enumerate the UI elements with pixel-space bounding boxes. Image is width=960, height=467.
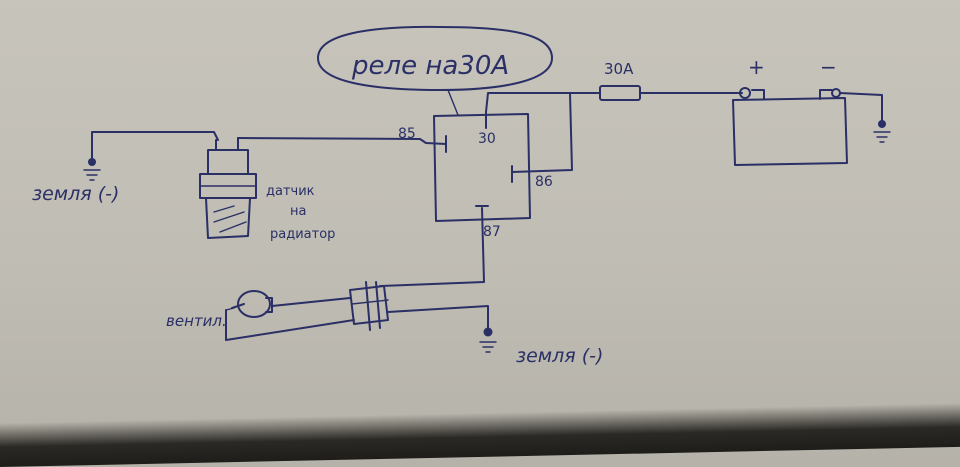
fan-connector xyxy=(349,281,389,331)
ground-bottom-dot xyxy=(483,327,493,337)
fan-label: вентил. xyxy=(166,312,227,330)
sensor-label-3: радиатор xyxy=(270,227,335,242)
wire-85-to-sensor xyxy=(237,137,447,145)
battery-plus-label: + xyxy=(748,55,765,79)
ground-left-symbol xyxy=(83,169,101,181)
battery-body xyxy=(732,97,848,166)
fuse-label: 30A xyxy=(604,60,634,78)
fan-motor xyxy=(225,290,273,318)
ground-right-dot xyxy=(878,120,886,128)
ground-bottom-label: земля (-) xyxy=(516,345,603,367)
pin-30-label: 30 xyxy=(478,131,496,147)
wire-fan-bottom xyxy=(225,309,355,341)
ground-bottom-symbol xyxy=(479,341,497,353)
pin-87-label: 87 xyxy=(483,224,501,240)
ground-left-dot xyxy=(88,158,96,166)
wire-86-to-supply xyxy=(511,92,573,173)
wire-87-to-fan xyxy=(379,207,485,287)
battery-plus-terminal xyxy=(739,87,751,99)
battery-plus-post xyxy=(751,89,765,100)
relay-body xyxy=(433,113,531,222)
pin-86-label: 86 xyxy=(535,174,553,190)
relay-title-bubble xyxy=(317,25,553,91)
sensor-label-1: датчик xyxy=(266,184,315,199)
ground-left-label: земля (-) xyxy=(32,183,119,205)
radiator-sensor xyxy=(199,137,257,239)
bubble-pointer xyxy=(447,89,459,116)
battery-minus-label: − xyxy=(820,55,837,79)
wire-sensor-to-ground xyxy=(91,131,219,159)
wire-battery-to-ground xyxy=(839,92,883,121)
fuse-body xyxy=(599,85,641,101)
wire-30-to-fuse xyxy=(485,92,601,113)
wire-fan-top xyxy=(271,297,351,307)
ground-right-symbol xyxy=(873,131,891,143)
battery-minus-terminal xyxy=(831,88,841,98)
wire-connector-to-ground xyxy=(387,305,489,329)
battery-minus-post xyxy=(819,89,833,100)
relay-title: реле на30А xyxy=(351,51,509,81)
sensor-label-2: на xyxy=(290,204,306,219)
